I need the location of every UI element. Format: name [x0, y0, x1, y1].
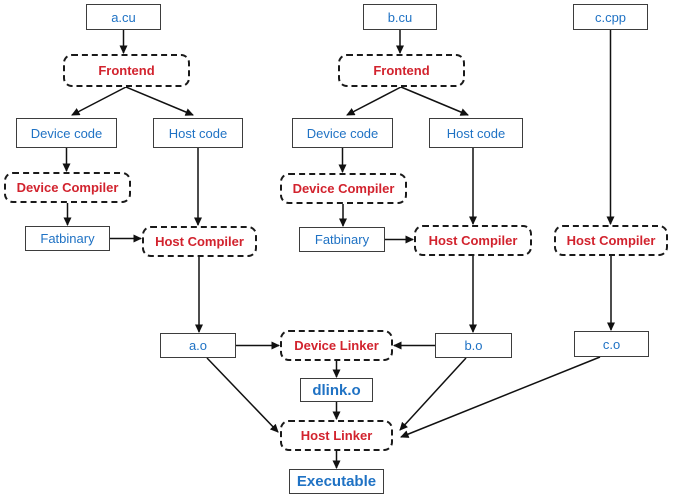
node-device-linker: Device Linker [280, 330, 393, 361]
node-host-code-a: Host code [153, 118, 243, 148]
node-frontend-a: Frontend [63, 54, 190, 87]
node-a-o: a.o [160, 333, 236, 358]
node-device-code-a: Device code [16, 118, 117, 148]
node-host-code-b: Host code [429, 118, 523, 148]
node-device-compiler-b: Device Compiler [280, 173, 407, 204]
node-device-compiler-a: Device Compiler [4, 172, 131, 203]
node-a-cu: a.cu [86, 4, 161, 30]
node-b-cu: b.cu [363, 4, 437, 30]
node-dlink-o: dlink.o [300, 378, 373, 402]
node-host-compiler-b: Host Compiler [414, 225, 532, 256]
node-b-o: b.o [435, 333, 512, 358]
node-fatbinary-a: Fatbinary [25, 226, 110, 251]
node-c-cpp: c.cpp [573, 4, 648, 30]
node-host-linker: Host Linker [280, 420, 393, 451]
node-frontend-b: Frontend [338, 54, 465, 87]
node-device-code-b: Device code [292, 118, 393, 148]
node-fatbinary-b: Fatbinary [299, 227, 385, 252]
node-host-compiler-a: Host Compiler [142, 226, 257, 257]
node-host-compiler-c: Host Compiler [554, 225, 668, 256]
node-executable: Executable [289, 469, 384, 494]
node-c-o: c.o [574, 331, 649, 357]
